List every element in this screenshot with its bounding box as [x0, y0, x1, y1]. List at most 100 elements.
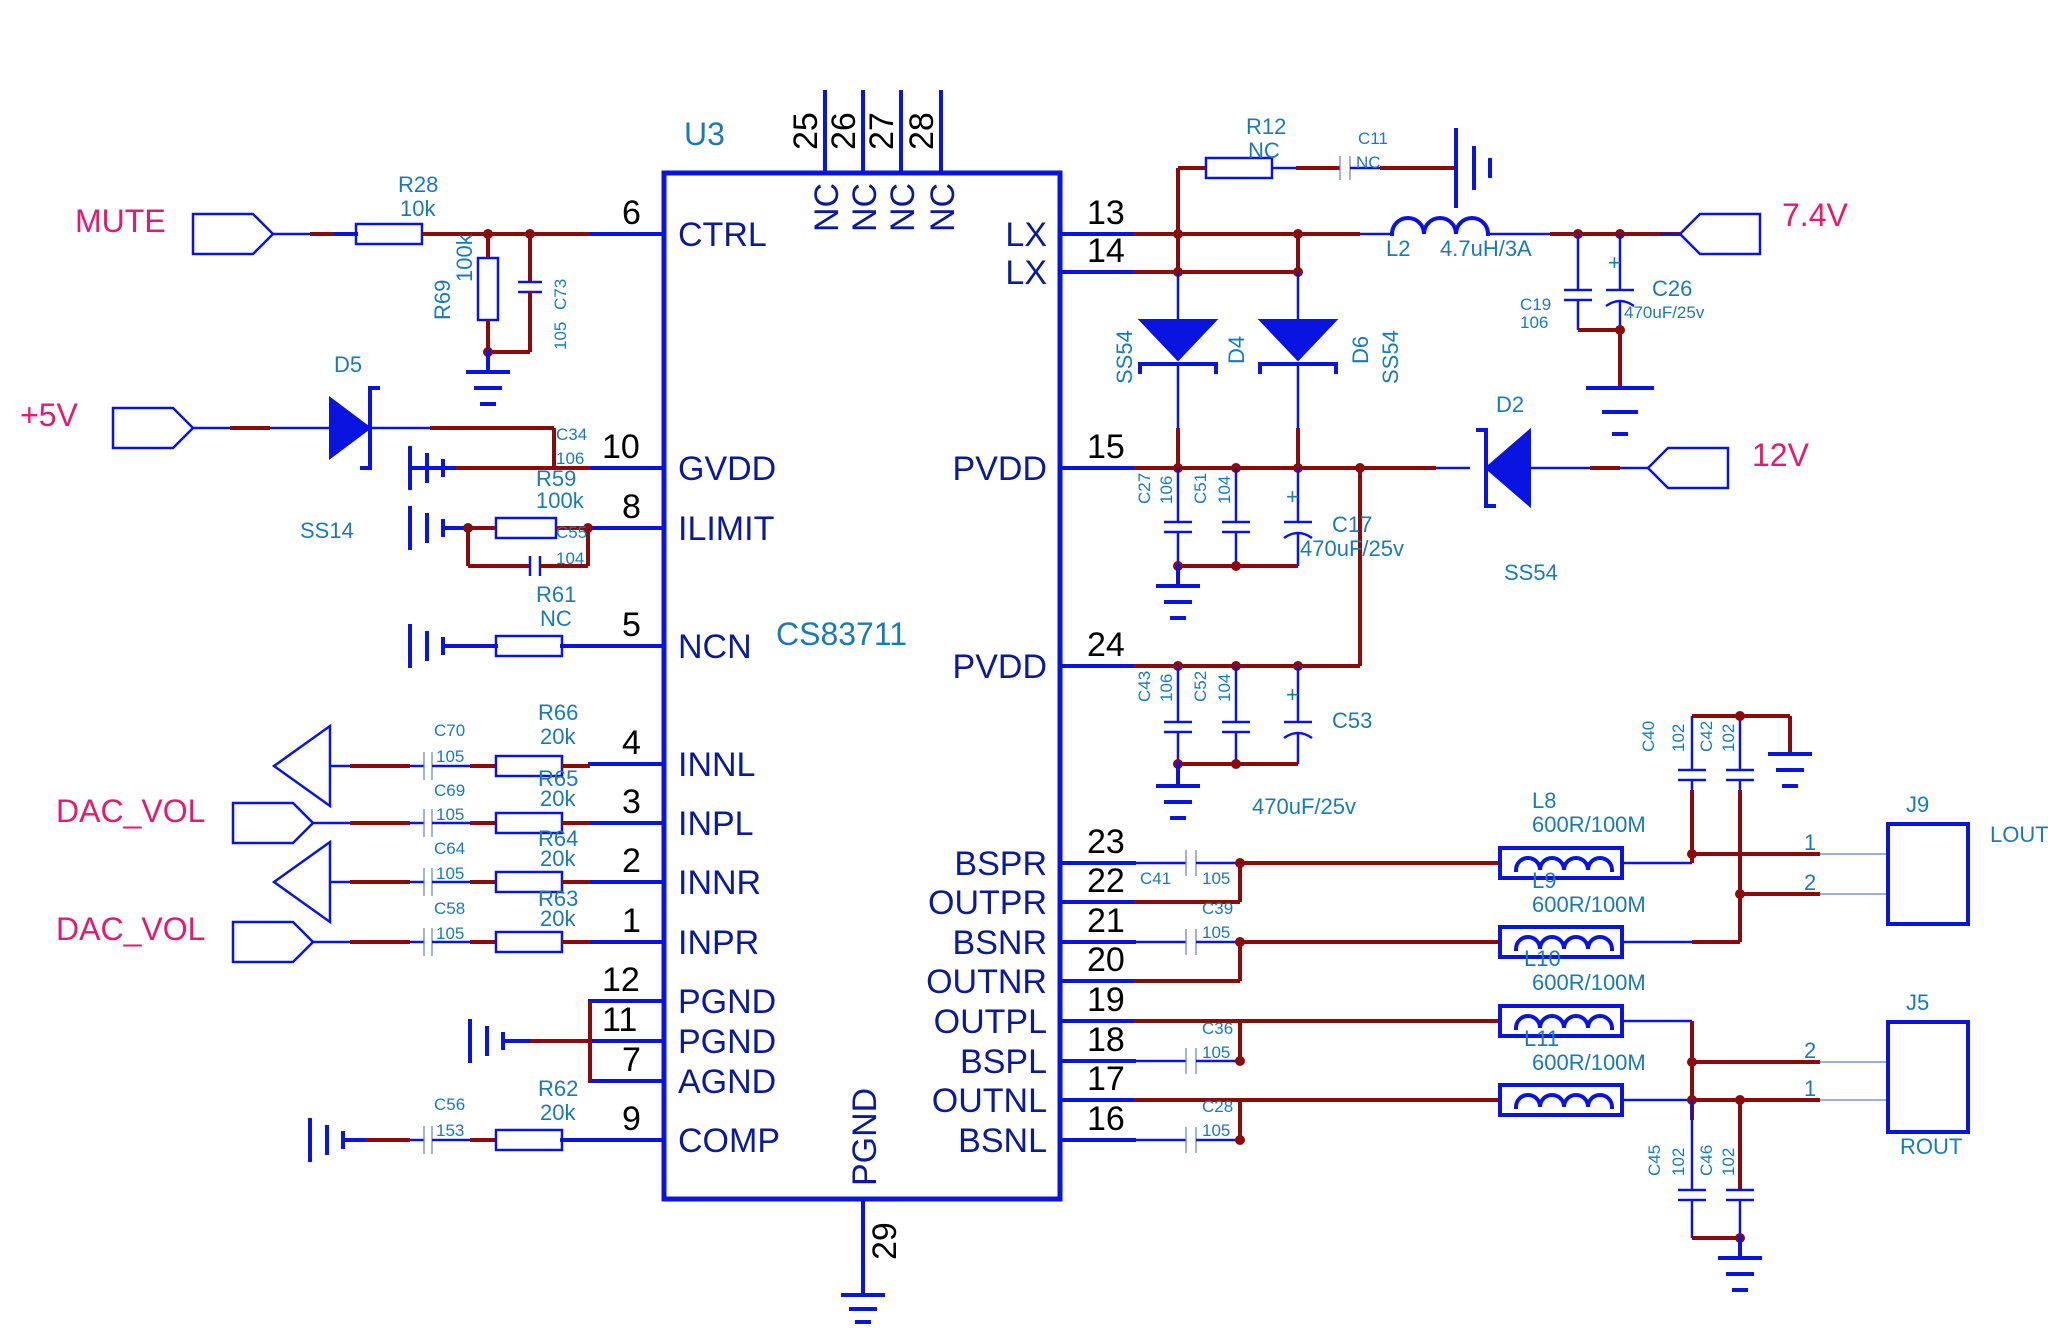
r61-resistor: [494, 634, 564, 658]
pin-27-num: 27: [863, 112, 901, 150]
r62-value: 20k: [540, 1100, 576, 1125]
r62-resistor: [494, 1128, 564, 1152]
c43-ref: C43: [1135, 671, 1154, 702]
c26-ref: C26: [1652, 276, 1692, 301]
pin-1-name: INPR: [678, 924, 759, 962]
j9-connector[interactable]: [1886, 822, 1970, 926]
c42-ref: C42: [1697, 721, 1716, 752]
pin-5-num: 5: [622, 606, 641, 644]
c52-ref: C52: [1191, 671, 1210, 702]
pin-26-name: NC: [846, 183, 884, 232]
l2-inductor: [1389, 216, 1491, 237]
c41-ref: C41: [1140, 869, 1171, 888]
j5-label: ROUT: [1900, 1134, 1962, 1159]
ncn-circuit: R61 NC: [408, 582, 592, 668]
pin-25-num: 25: [787, 112, 825, 150]
l10-ref: L10: [1524, 946, 1561, 971]
innr-triangle: [271, 839, 332, 925]
j5-pin1: 1: [1804, 1076, 1816, 1101]
c56-ref: C56: [434, 1095, 465, 1114]
ic-body: [661, 170, 1063, 1202]
pin-6-name: CTRL: [678, 216, 767, 254]
pin-29-name: PGND: [846, 1088, 884, 1186]
ic-u3: U3 CS83711 25 26 27 28 NC NC NC NC PGND …: [588, 90, 1136, 1324]
ilimit-circuit: C55 104: [408, 506, 593, 576]
pin-14-name: LX: [1005, 254, 1047, 292]
output-circuits: C41 105 C39 105 C36 105 C28 105 L8: [1134, 711, 2048, 1292]
pin-10-name: GVDD: [678, 450, 776, 488]
pin-19-num: 19: [1087, 981, 1125, 1019]
c73-ref: C73: [551, 279, 570, 310]
c41-value: 105: [1202, 869, 1230, 888]
ic-top-pins: 25 26 27 28 NC NC NC NC: [787, 90, 962, 232]
c28-ref: C28: [1202, 1097, 1233, 1116]
c27-value: 106: [1157, 476, 1176, 504]
r63-resistor: [494, 930, 564, 954]
pin-22-num: 22: [1087, 862, 1125, 900]
l9-ref: L9: [1532, 868, 1556, 893]
j5-pin2: 2: [1804, 1038, 1816, 1063]
r61-ref: R61: [536, 582, 576, 607]
r64-value: 20k: [540, 846, 576, 871]
j9-label: LOUT: [1990, 822, 2048, 847]
pin-20-num: 20: [1087, 941, 1125, 979]
pin-24-num: 24: [1087, 626, 1125, 664]
j5-ref: J5: [1906, 990, 1929, 1015]
c73-value: 105: [551, 322, 570, 350]
gvdd-circuit: +5V D5 SS14 C34 106 R59 100k: [20, 352, 590, 543]
j9-pin2: 2: [1804, 870, 1816, 895]
innl-triangle: [271, 723, 332, 809]
mute-port: [191, 212, 275, 256]
c34-ref: C34: [556, 425, 587, 444]
c36-value: 105: [1202, 1043, 1230, 1062]
l8-ref: L8: [1532, 788, 1556, 813]
v12-net-label: 12V: [1752, 437, 1810, 473]
r12-value: NC: [1248, 138, 1280, 163]
d6-value: SS54: [1378, 330, 1403, 384]
c17-plus: +: [1286, 484, 1299, 509]
r59-resistor: [494, 516, 558, 540]
r64-ref: R64: [538, 826, 578, 851]
pin-17-name: OUTNL: [932, 1082, 1047, 1120]
j5-connector[interactable]: [1886, 1020, 1970, 1134]
pin-13-num: 13: [1087, 194, 1125, 232]
pin-19-name: OUTPL: [934, 1003, 1047, 1041]
c69-ref: C69: [434, 781, 465, 800]
pin-21-num: 21: [1087, 902, 1125, 940]
pin-15-num: 15: [1087, 428, 1125, 466]
d2-diode: [1484, 427, 1531, 509]
d5-ref: D5: [334, 352, 362, 377]
pin-3-name: INPL: [678, 805, 754, 843]
l9-value: 600R/100M: [1532, 892, 1646, 917]
d4-ref: D4: [1224, 336, 1249, 364]
d6-ref: D6: [1348, 336, 1373, 364]
pin-12-num: 12: [602, 961, 640, 999]
c39-value: 105: [1202, 923, 1230, 942]
r28-value: 10k: [400, 196, 436, 221]
d4-value: SS54: [1112, 330, 1137, 384]
r63-ref: R63: [538, 886, 578, 911]
pin-9-name: COMP: [678, 1122, 780, 1160]
d2-value: SS54: [1504, 560, 1558, 585]
c55-ref: C55: [556, 523, 587, 542]
v12-port: [1646, 446, 1730, 490]
c46-ref: C46: [1697, 1145, 1716, 1176]
pin-16-name: BSNL: [958, 1122, 1047, 1160]
v5-port: [111, 406, 195, 450]
pin-14-num: 14: [1087, 232, 1125, 270]
pin-20-name: OUTNR: [926, 963, 1047, 1001]
c26-value: 470uF/25v: [1624, 303, 1705, 322]
r65-ref: R65: [538, 766, 578, 791]
c36-ref: C36: [1202, 1019, 1233, 1038]
ic-right-pins: 13 14 15 24 23 22 21 20 19 18 17 16 LX L…: [926, 194, 1136, 1160]
c43-value: 106: [1157, 674, 1176, 702]
boost-circuit: R12 NC C11 NC L2 4.7uH/3A 7.4V C19 106 +…: [1112, 114, 1848, 820]
pin-24-name: PVDD: [953, 648, 1047, 686]
r63-value: 20k: [540, 906, 576, 931]
pin-22-name: OUTPR: [928, 884, 1047, 922]
ic-ref: U3: [684, 116, 725, 152]
c51-ref: C51: [1191, 473, 1210, 504]
mute-circuit: MUTE R28 10k R69 100k C73 105: [75, 172, 590, 406]
pin-25-name: NC: [808, 183, 846, 232]
pin-2-num: 2: [622, 842, 641, 880]
